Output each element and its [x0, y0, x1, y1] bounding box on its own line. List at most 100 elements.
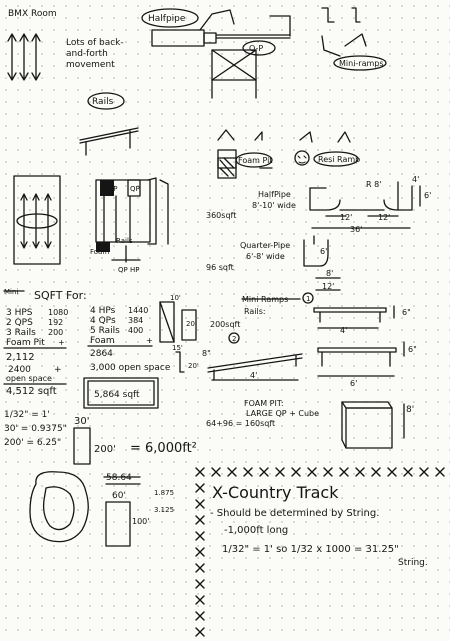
- sqft-mid-col: 4 HPs 1440 4 QPs 384 5 Rails 400 Foam +: [87, 306, 153, 347]
- xcountry-line-2: -1,000ft long: [224, 525, 288, 536]
- floor-blocks-icon: [159, 301, 197, 373]
- halfpipe-sketch-icon: [151, 9, 291, 99]
- scale-rect-top: 30': [74, 416, 89, 427]
- qp-label: Q-P: [249, 44, 263, 53]
- mini-ramp-top-icon: [321, 7, 367, 57]
- halfpipe-spec-title: HalfPipe: [258, 190, 291, 199]
- bmx-room-title: BMX Room: [8, 9, 57, 19]
- quarter-pipe-profile-icon: [303, 235, 341, 291]
- block-dim-1: 20': [186, 320, 197, 328]
- plan-arrows-icon: [20, 193, 52, 249]
- rail-3-len: 4': [250, 371, 257, 380]
- plan-gp-label: QP: [118, 266, 128, 274]
- qp-dim-12: 12': [322, 282, 334, 291]
- sqft-left-label-3: Foam Pit: [6, 338, 45, 348]
- sqft-left-col: 3 HPS 1080 2 QPS 192 3 Rails 200 Foam Pi…: [3, 308, 68, 349]
- boxed-total-outer: [83, 377, 159, 409]
- sqft-mid-total: 2864: [90, 349, 113, 359]
- sqft-mid-value-0: 1440: [128, 306, 148, 315]
- quarter-spec-title: Quarter-Pipe: [240, 241, 290, 250]
- boxed-total-inner: [87, 380, 155, 406]
- sqft-left-open: 2400: [8, 365, 31, 375]
- cube-height: 8': [406, 405, 414, 415]
- step-1-circle: [302, 292, 314, 304]
- quarter-spec-area: 96 sqft: [206, 263, 234, 272]
- xcountry-line-3: 1/32" = 1' so 1/32 x 1000 = 31.25": [222, 544, 399, 555]
- sqft-left-value-2: 200: [48, 328, 63, 337]
- scale-struck: 58.64: [106, 473, 132, 483]
- sqft-mid-value-1: 384: [128, 316, 143, 325]
- halfpipe-spec-area: 360sqft: [206, 211, 236, 220]
- bmx-note-2: and-forth: [66, 49, 108, 59]
- rails-label: Rails: [92, 97, 114, 107]
- plan-rails-label: Rails: [116, 237, 133, 245]
- halfpipe-oval: [141, 8, 199, 28]
- step-1-number: 1: [306, 295, 310, 303]
- rail-3-icon: [317, 341, 405, 377]
- resi-ramp-sketch-icon: [294, 131, 351, 166]
- qp-dim-8: 8': [326, 269, 333, 278]
- scale-area: = 6,000ft²: [130, 441, 197, 456]
- hp-height-side: 6': [424, 191, 431, 200]
- plan-hp-bottom-label: HP: [130, 266, 140, 274]
- scale-rect-side: 200': [94, 444, 116, 455]
- blob-sketch-icon: [29, 471, 89, 543]
- xcountry-line-1: - Should be determined by String.: [210, 508, 379, 519]
- sqft-left-value-0: 1080: [48, 308, 68, 317]
- step-2-number: 2: [232, 335, 236, 343]
- room-plan-left: [13, 175, 61, 265]
- step-2-circle: [228, 332, 240, 344]
- sqft-left-value-1: 192: [48, 318, 63, 327]
- sqft-title: SQFT For:: [34, 289, 87, 302]
- room-plan-center: [95, 177, 169, 263]
- sqft-mid-open: 3,000 open space: [90, 363, 171, 373]
- qp-oval: [242, 40, 276, 56]
- sqft-left-open-label: open space: [6, 374, 52, 383]
- halfpipe-label: Halfpipe: [148, 14, 186, 24]
- bmx-note-1: Lots of back-: [66, 38, 124, 48]
- sqft-left-total: 2,112: [6, 352, 35, 363]
- hp-width-b: 12': [378, 213, 390, 222]
- hp-width-a: 12': [340, 213, 352, 222]
- hp-radius: R 8': [366, 180, 381, 189]
- foam-pit-sub: LARGE QP + Cube: [246, 409, 319, 418]
- plan-foam-label: Foam: [90, 248, 109, 256]
- sqft-left-label-0: 3 HPS: [6, 308, 33, 318]
- plan-hp-label: HP: [108, 185, 118, 193]
- qp-height: 6': [320, 247, 327, 256]
- rail-2-height: 6": [408, 345, 417, 354]
- foam-pit-oval: [235, 152, 273, 168]
- rails-spec-area: 200sqft: [210, 320, 240, 329]
- rail-1-icon: [313, 305, 395, 329]
- rail-1-len: 4': [340, 326, 347, 335]
- block-dim-0: 10': [170, 294, 181, 302]
- rail-2-len: 6': [350, 379, 357, 388]
- mini-ramps-label: Mini-ramps: [339, 59, 384, 68]
- scale-rect-tall: [105, 501, 131, 547]
- foam-pit-sketch-icon: [217, 129, 273, 179]
- quarter-spec-size: 6'-8' wide: [246, 252, 285, 261]
- foam-pit-spec: FOAM PIT:: [244, 399, 284, 408]
- scale-ratio: 1/32" = 1': [4, 410, 50, 420]
- scale-n2: 3.125: [154, 506, 174, 514]
- scale-line-1: 30' = 0.9375": [4, 424, 67, 434]
- rails-oval: [87, 92, 125, 110]
- scale-line-2: 200' = 6.25": [4, 438, 61, 448]
- hp-height-top: 4': [412, 175, 419, 184]
- sqft-left-label-1: 2 QPS: [6, 318, 33, 328]
- scale-box-top: 60': [112, 491, 126, 501]
- block-dim-2: 15': [172, 344, 183, 352]
- foam-cube-icon: [341, 401, 405, 449]
- halfpipe-profile-icon: [309, 181, 421, 229]
- sqft-mid-label-0: 4 HPs: [90, 306, 116, 316]
- scale-box-side: 100': [132, 517, 149, 526]
- sqft-mid-value-2: 400: [128, 326, 143, 335]
- hp-total: 36': [350, 225, 362, 234]
- sqft-left-plus: +: [54, 365, 62, 375]
- xcountry-line-4: String.: [398, 558, 428, 568]
- sqft-left-value-3: +: [58, 338, 65, 347]
- arrows-icon: [7, 33, 41, 81]
- block-dim-3: 20': [188, 362, 199, 370]
- rail-sketch-icon: [79, 127, 139, 156]
